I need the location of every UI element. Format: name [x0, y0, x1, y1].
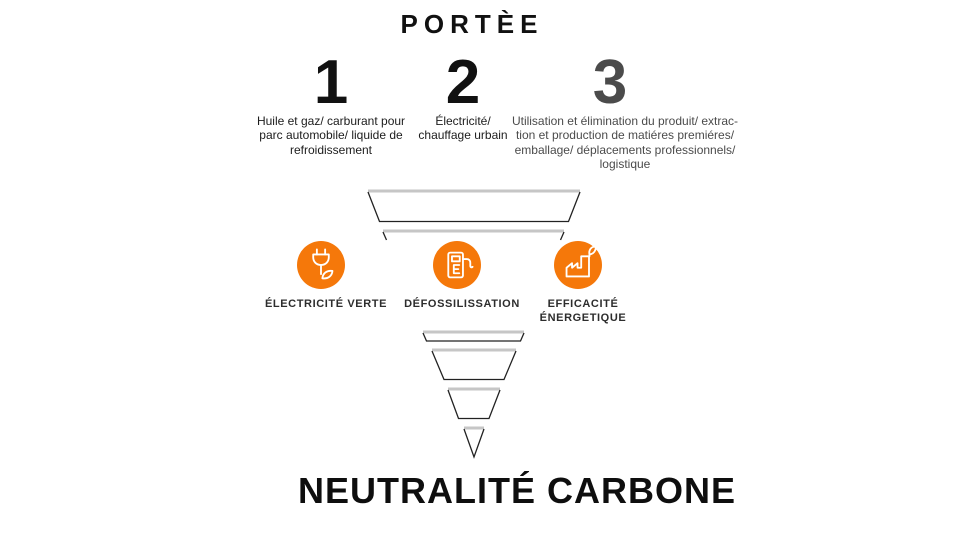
- scope-2-number: 2: [445, 48, 481, 117]
- scope-3-column: 3 Utilisation et élimination du produit/…: [455, 52, 795, 172]
- scope-3-desc-line: tion et production de matiéres premiéres…: [515, 128, 735, 143]
- lever-energy-efficiency: EFFICACITÉ ÉNERGETIQUE: [483, 241, 683, 325]
- carbon-neutrality-title: NEUTRALITÉ CARBONE: [298, 470, 736, 511]
- lever-green-electricity: ÉLECTRICITÉ VERTE: [226, 241, 426, 312]
- factory-leaf-icon: [565, 245, 597, 278]
- scope-2-description: Électricité/ chauffage urbain: [293, 114, 633, 143]
- funnel-segment-2-bowl: [422, 332, 525, 342]
- plug-leaf-icon: [312, 248, 334, 280]
- energy-efficiency-badge: [554, 241, 602, 289]
- funnel-segment-1: [367, 191, 581, 223]
- lever-label: EFFICACITÉ ÉNERGETIQUE: [539, 298, 627, 324]
- funnel-segment-3: [431, 350, 517, 381]
- scope-3-description: Utilisation et élimination du produit/ e…: [455, 114, 795, 172]
- scope-1-desc-line: Huile et gaz/ carburant pour: [256, 114, 406, 128]
- scope-3-desc-line: emballage/ déplacements professionnels/: [514, 142, 736, 157]
- portee-title: PORTÈE: [400, 9, 544, 39]
- funnel-segment-2-cap: [382, 231, 565, 241]
- charging-station-icon: [447, 251, 474, 279]
- scope-1-desc-line: parc automobile/ liquide de: [259, 128, 403, 143]
- lever-label: ÉLECTRICITÉ VERTE: [264, 298, 388, 310]
- scope-1-desc-line: refroidissement: [289, 142, 373, 157]
- scope-2-column: 2 Électricité/ chauffage urbain: [293, 52, 633, 143]
- scope-1-number: 1: [313, 48, 349, 117]
- scope-2-desc-line: chauffage urbain: [418, 128, 508, 143]
- scope-2-desc-line: Électricité/: [435, 114, 491, 128]
- green-electricity-badge: [297, 241, 345, 289]
- scope-3-desc-line: Utilisation et élimination du produit/ e…: [511, 114, 739, 128]
- lever-defossilisation: DÉFOSSILISSATION: [362, 241, 562, 312]
- scope-1-description: Huile et gaz/ carburant pour parc automo…: [161, 114, 501, 157]
- funnel-tip-triangle: [463, 428, 485, 459]
- scope-3-desc-line: logistique: [599, 157, 651, 172]
- lever-label: DÉFOSSILISSATION: [404, 298, 520, 310]
- funnel-segment-4: [447, 389, 501, 420]
- scope-1-column: 1 Huile et gaz/ carburant pour parc auto…: [161, 52, 501, 157]
- defossilisation-badge: [433, 241, 481, 289]
- scope-3-number: 3: [592, 48, 628, 117]
